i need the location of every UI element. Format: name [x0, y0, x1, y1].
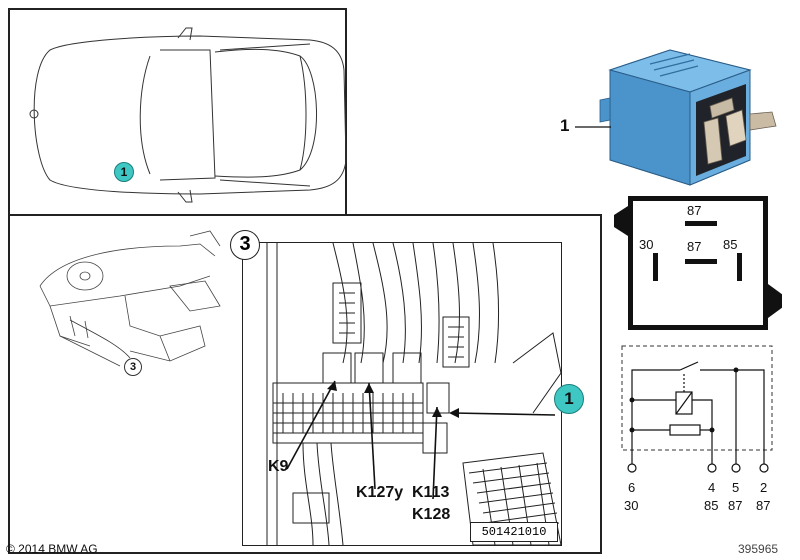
detail-photo-drawing [266, 243, 561, 545]
pinout-tab-right [768, 284, 782, 318]
label-k128: K128 [412, 506, 451, 523]
copyright-text: © 2014 BMW AG [6, 542, 98, 556]
pin-label-left: 30 [639, 237, 654, 252]
relay-pinout-box: 87 30 87 85 [628, 196, 768, 330]
relay-leader-line [575, 126, 611, 128]
diagram-id: 395965 [738, 542, 779, 556]
detail-callout-1: 1 [554, 384, 584, 414]
pin-label-center: 87 [687, 239, 702, 254]
interior-callout-3: 3 [124, 358, 142, 376]
circuit-schematic [621, 345, 773, 473]
label-k9: K9 [268, 458, 289, 475]
installation-panel: 3 [8, 214, 602, 554]
pin-label-right: 85 [723, 237, 738, 252]
pinout-tab-left [614, 206, 628, 236]
detail-photo-frame [242, 242, 562, 546]
pin-bar-right [737, 253, 742, 281]
image-code-box: 501421010 [470, 522, 558, 542]
terminal-number-5: 5 [732, 480, 740, 495]
interior-drawing [39, 230, 221, 367]
pin-bar-center [685, 259, 717, 264]
car-topview-drawing [29, 27, 347, 203]
terminal-name-87a: 87 [728, 498, 743, 513]
label-k127y: K127y [356, 484, 404, 501]
pin-bar-left [653, 253, 658, 281]
detail-number-badge: 3 [230, 230, 260, 260]
car-callout-1: 1 [114, 162, 134, 182]
terminal-name-87b: 87 [756, 498, 771, 513]
car-topview-panel: 1 [8, 8, 347, 216]
relay-image [599, 49, 777, 186]
pin-label-top: 87 [687, 203, 702, 218]
pin-bar-top [685, 221, 717, 226]
terminal-number-4: 4 [708, 480, 716, 495]
terminal-number-2: 2 [760, 480, 768, 495]
terminal-name-30: 30 [624, 498, 639, 513]
terminal-number-6: 6 [628, 480, 636, 495]
terminal-name-85: 85 [704, 498, 719, 513]
label-k113: K113 [412, 484, 450, 501]
relay-part-number: 1 [560, 116, 570, 135]
